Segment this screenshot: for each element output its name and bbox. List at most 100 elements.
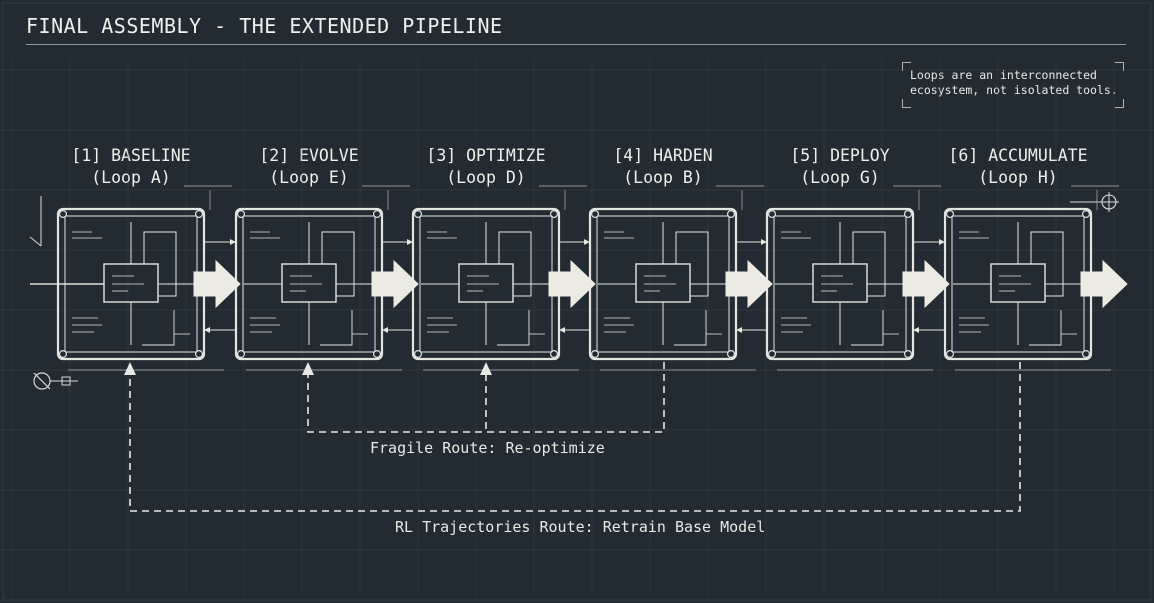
flow-arrow-2: [371, 259, 419, 309]
rl-route-line: [129, 362, 1021, 512]
annotation-marks: [427, 317, 457, 333]
module-core-block: [990, 263, 1046, 303]
note-line-2: ecosystem, not isolated tools.: [910, 83, 1118, 97]
stage-loop: (Loop A): [91, 168, 171, 187]
link-bottom-arrowhead: [736, 327, 742, 333]
annotation-marks: [427, 231, 457, 239]
module-bolt: [58, 210, 67, 219]
note-corner-br: [1115, 99, 1124, 108]
dimension-line: [893, 185, 941, 210]
module-bolt: [195, 350, 204, 359]
stage-name: [4] HARDEN: [613, 146, 713, 165]
module-bolt: [590, 210, 599, 219]
stage-loop: (Loop H): [978, 168, 1058, 187]
module-bolt: [1081, 350, 1090, 359]
title-divider: [26, 44, 1126, 45]
dimension-line: [184, 185, 232, 210]
flow-arrow-4: [725, 259, 773, 309]
annotation-marks: [781, 231, 811, 239]
module-bolt: [549, 350, 558, 359]
annotation-marks: [959, 317, 989, 333]
dimension-line: [1071, 185, 1119, 210]
stage-label-baseline: [1] BASELINE (Loop A): [46, 145, 216, 189]
module-core-block: [635, 263, 691, 303]
module-bolt: [414, 350, 423, 359]
stage-label-optimize: [3] OPTIMIZE (Loop D): [401, 145, 571, 189]
module-bolt: [726, 350, 735, 359]
stage-name: [2] EVOLVE: [259, 146, 359, 165]
link-top-arrowhead: [407, 239, 413, 245]
wire-loop: [498, 231, 532, 297]
flow-arrow-3: [548, 259, 596, 309]
fragile-arrowhead-evolve: [302, 362, 314, 375]
stage-name: [3] OPTIMIZE: [426, 146, 546, 165]
annotation-marks: [604, 317, 634, 333]
wire-loop: [321, 231, 355, 297]
link-top-arrowhead: [761, 239, 767, 245]
module-bolt: [1081, 210, 1090, 219]
module-bolt: [945, 210, 954, 219]
stage-label-harden: [4] HARDEN (Loop B): [578, 145, 748, 189]
stage-name: [1] BASELINE: [71, 146, 191, 165]
flow-arrow-6: [1080, 259, 1128, 309]
wire-return: [320, 310, 353, 346]
link-bottom-arrowhead: [382, 327, 388, 333]
fragile-arrowhead-optimize: [480, 362, 492, 375]
stage-loop: (Loop D): [446, 168, 526, 187]
module-bolt: [237, 210, 246, 219]
annotation-marks: [959, 231, 989, 239]
fragile-route-label: Fragile Route: Re-optimize: [370, 439, 605, 457]
note-corner-tr: [1115, 62, 1124, 71]
annotation-marks: [604, 231, 634, 239]
module-bolt: [726, 210, 735, 219]
stage-loop: (Loop E): [269, 168, 349, 187]
annotation-marks: [250, 317, 280, 333]
annotation-note: Loops are an interconnected ecosystem, n…: [902, 62, 1124, 108]
module-bolt: [767, 350, 776, 359]
annotation-marks: [781, 317, 811, 333]
module-bolt: [373, 210, 382, 219]
flow-arrow-5: [902, 259, 950, 309]
annotation-marks: [72, 231, 102, 239]
module-connectors: [193, 239, 1128, 333]
module-bolt: [767, 210, 776, 219]
module-bolt: [373, 350, 382, 359]
annotation-marks: [72, 317, 102, 333]
module-bolt: [414, 210, 423, 219]
link-top-arrowhead: [584, 239, 590, 245]
module-bolt: [237, 350, 246, 359]
module-bolt: [58, 350, 67, 359]
annotation-marks: [250, 231, 280, 239]
wire-return: [674, 310, 707, 346]
link-bottom-arrowhead: [913, 327, 919, 333]
link-bottom-arrowhead: [204, 327, 210, 333]
page-title: FINAL ASSEMBLY - THE EXTENDED PIPELINE: [26, 14, 503, 38]
note-line-1: Loops are an interconnected: [910, 68, 1097, 82]
module-bolt: [195, 210, 204, 219]
module-core-block: [103, 263, 159, 303]
module-bolt: [903, 210, 912, 219]
link-bottom-arrowhead: [559, 327, 565, 333]
wire-return: [142, 310, 175, 346]
wire-loop: [852, 231, 886, 297]
module-bolt: [903, 350, 912, 359]
fragile-route-line: [307, 362, 665, 433]
stage-name: [5] DEPLOY: [790, 146, 890, 165]
rl-arrowhead-baseline: [124, 362, 136, 375]
wire-return: [851, 310, 884, 346]
stage-label-accumulate: [6] ACCUMULATE (Loop H): [933, 145, 1103, 189]
link-top-arrowhead: [939, 239, 945, 245]
stage-loop: (Loop B): [623, 168, 703, 187]
stage-label-deploy: [5] DEPLOY (Loop G): [755, 145, 925, 189]
rl-route-label: RL Trajectories Route: Retrain Base Mode…: [395, 518, 766, 536]
note-corner-tl: [902, 62, 911, 71]
module-bolt: [590, 350, 599, 359]
module-bolt: [945, 350, 954, 359]
wire-loop: [143, 231, 177, 297]
stage-name: [6] ACCUMULATE: [948, 146, 1088, 165]
module-core-block: [281, 263, 337, 303]
